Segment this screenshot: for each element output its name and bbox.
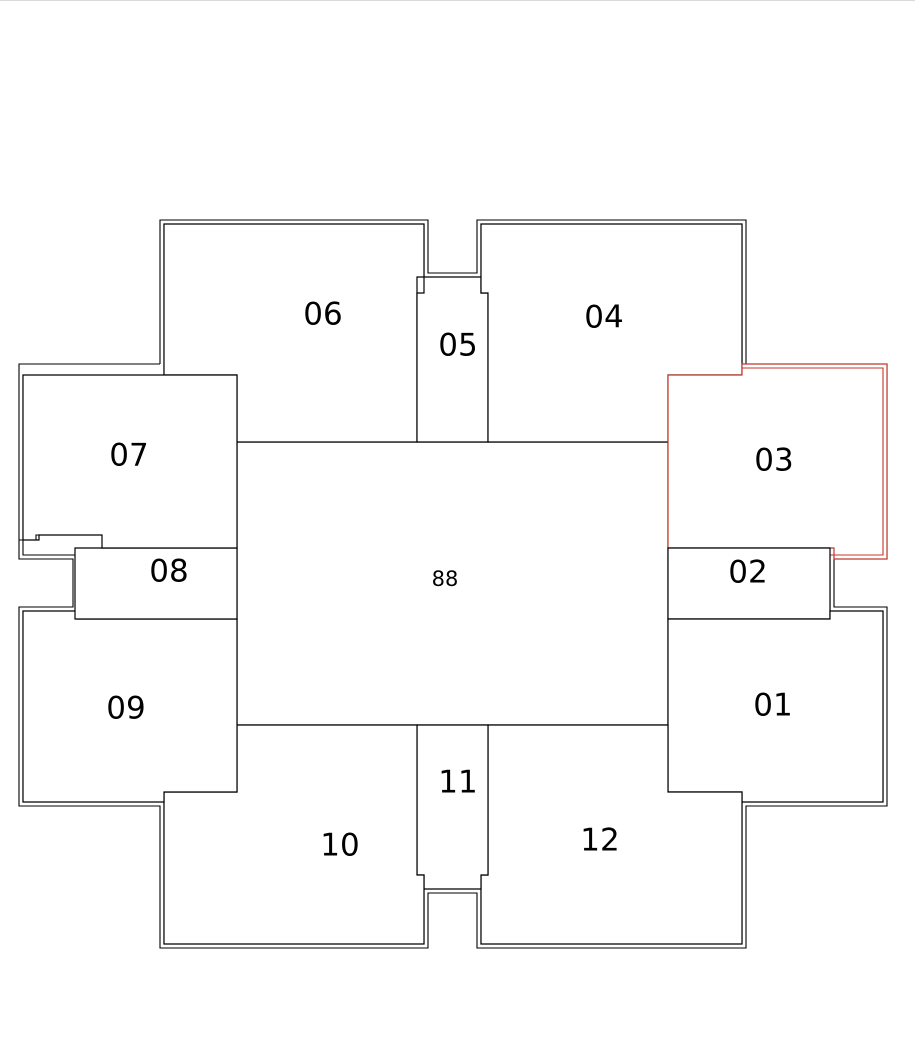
room-03-inner-edge	[742, 367, 884, 556]
room-label-04: 04	[584, 300, 623, 336]
room-label-01: 01	[753, 688, 792, 724]
room-label-02: 02	[728, 555, 767, 591]
room-label-07: 07	[109, 438, 148, 474]
room-label-03: 03	[754, 443, 793, 479]
room-label-08: 08	[149, 554, 188, 590]
room-07-notch	[19, 534, 102, 541]
room-label-05: 05	[438, 328, 477, 364]
outer-wall-06	[159, 219, 747, 364]
room-label-11: 11	[438, 765, 477, 801]
room-88-core[interactable]	[236, 441, 669, 726]
core-label: 88	[432, 567, 459, 591]
outer-wall-07	[18, 363, 888, 949]
room-label-06: 06	[303, 297, 342, 333]
room-label-12: 12	[580, 823, 619, 859]
room-11[interactable]	[416, 724, 489, 890]
room-label-10: 10	[320, 828, 359, 864]
room-label-09: 09	[106, 691, 145, 727]
